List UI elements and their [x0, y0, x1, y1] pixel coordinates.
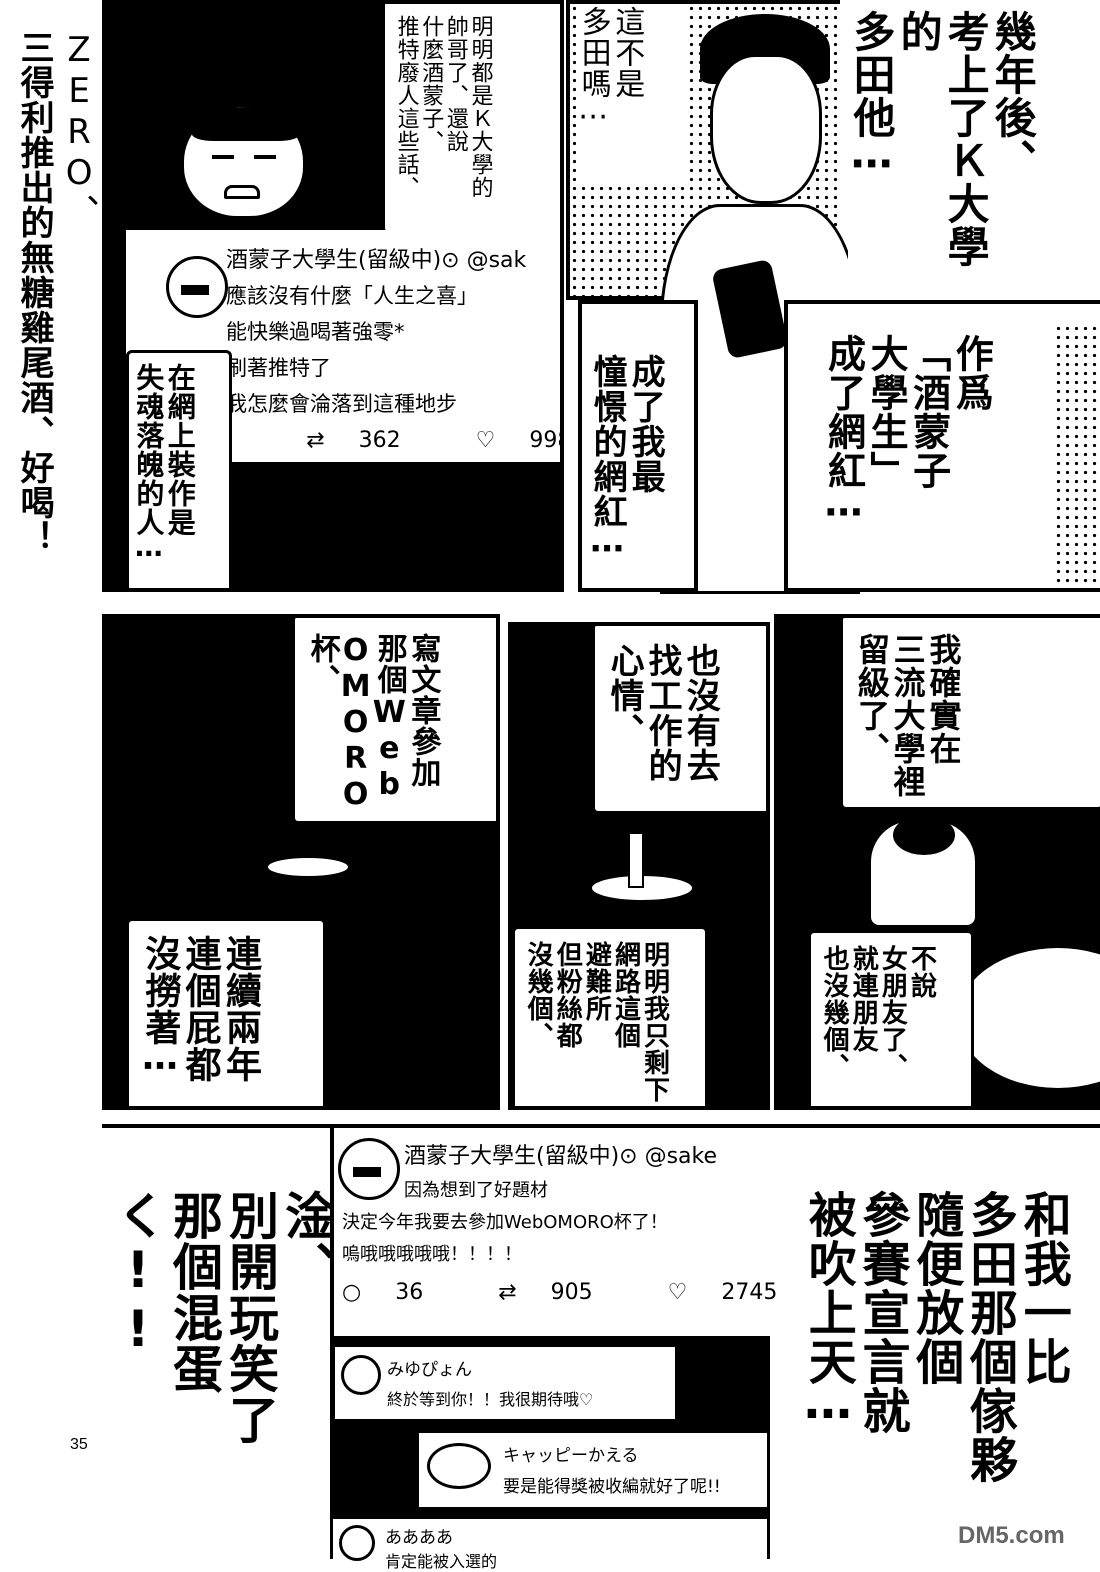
panel-influencer: 作爲 「酒蒙子 大學生」 成了網紅⋯ [784, 300, 1100, 592]
tweet-line: 應該沒有什麼「人生之喜」 [226, 284, 478, 308]
tweet-line: 決定今年我要去參加WebOMORO杯了！ [342, 1212, 668, 1233]
caption-lost: 在網上裝作是 失魂落魄的人⋯ [126, 350, 232, 588]
retweet-icon: ⇄ [498, 1280, 517, 1305]
avatar-reply-3 [339, 1525, 375, 1561]
frog-icon [427, 1443, 491, 1489]
panel-repeat-year: 我確實在 三流大學裡 留級了、 不說 女朋友了、 就連朋友 也沒幾個、 [774, 614, 1100, 1110]
footnote-line-2: 三得利推出的無糖雞尾酒、好喝！ [14, 30, 55, 555]
narration-years-later: 幾年後、 考上了Ｋ大學的 多田他⋯ [847, 10, 1093, 310]
like-count: ♡998 [475, 428, 560, 453]
tweet-handle: 酒蒙子大學生(留級中)⊙ @sake [404, 1144, 718, 1169]
tweet-line: 嗚哦哦哦哦哦！！！！ [342, 1244, 522, 1265]
panel-tweet-rant: 明明都是Ｋ大學的 帥哥了、還說 什麼酒蒙子、 推特廢人這些話、 酒蒙子大學生(留… [102, 0, 564, 592]
thought-tada: 這不是 多田嗎⋯ [576, 6, 686, 182]
panel-job: 也沒有去 找工作的 心情、 明明我只剩下 網路這個 避難所 但粉絲都 沒幾個、 [508, 622, 770, 1110]
tweet-handle: 酒蒙子大學生(留級中)⊙ @sak [226, 248, 527, 273]
retweet-count: ⇄905 [498, 1280, 593, 1305]
like-count: ♡2745 [667, 1280, 778, 1305]
tweet-line: 我怎麼會淪落到這種地步 [226, 392, 457, 416]
panel-contest: 寫文章參加 那個Web OMORO 杯、 連續兩年 連個屁都 沒撈著⋯ [102, 614, 500, 1110]
caption-shelter: 明明我只剩下 網路這個 避難所 但粉絲都 沒幾個、 [512, 926, 708, 1106]
tweet-card-1: 酒蒙子大學生(留級中)⊙ @sak 應該沒有什麼「人生之喜」 能快樂過喝著強零*… [126, 230, 560, 462]
retweet-icon: ⇄ [306, 428, 325, 453]
avatar-sake-student [338, 1138, 400, 1200]
avatar-sake-student [166, 256, 228, 318]
caption-idol: 成了我最 憧憬的網紅⋯ [578, 300, 698, 592]
tweet-line: 能快樂過喝著強零* [226, 320, 405, 344]
character-face-doodle [181, 104, 306, 219]
caption-contest: 寫文章參加 那個Web OMORO 杯、 [292, 618, 496, 824]
caption-nothing: 連續兩年 連個屁都 沒撈著⋯ [126, 918, 326, 1106]
shout: 淦、 別開玩笑了 那個混蛋く!! [109, 1190, 335, 1445]
character-hoodie [868, 815, 978, 928]
caption-repeat: 我確實在 三流大學裡 留級了、 [840, 618, 1100, 810]
reply-count: ○36 [342, 1280, 424, 1305]
caption-friends: 不說 女朋友了、 就連朋友 也沒幾個、 [808, 930, 974, 1106]
watermark-logo: DM5.com [958, 1522, 1065, 1549]
reply-card-1: みゆぴょん 終於等到你！！我很期待哦♡ [332, 1344, 678, 1422]
reply-card-3: ああああ 肯定能被入選的 [330, 1516, 770, 1571]
heart-icon: ♡ [667, 1280, 688, 1305]
reply-icon: ○ [342, 1280, 362, 1305]
tweet-card-2: 酒蒙子大學生(留級中)⊙ @sake 因為想到了好題材 決定今年我要去參加Web… [334, 1128, 777, 1336]
avatar-reply-1 [341, 1355, 381, 1395]
retweet-count: ⇄362 [306, 428, 401, 453]
spotlight [268, 858, 348, 876]
tweet-line: 刷著推特了 [226, 356, 331, 380]
heart-icon: ♡ [475, 428, 496, 453]
tweet-line: 因為想到了好題材 [404, 1180, 548, 1201]
caption-influencer: 作爲 「酒蒙子 大學生」 成了網紅⋯ [821, 334, 994, 535]
caption-compare: 和我一比 多田那個傢夥 隨便放個 參賽宣言就 被吹上天⋯ [799, 1190, 1071, 1484]
page-number: 35 [70, 1436, 88, 1453]
speech-bubble-rant: 明明都是Ｋ大學的 帥哥了、還說 什麼酒蒙子、 推特廢人這些話、 [382, 4, 560, 234]
caption-job: 也沒有去 找工作的 心情、 [592, 626, 766, 814]
figure-standing [628, 832, 644, 888]
reply-card-2: キャッピーかえる 要是能得獎被收編就好了呢!! [416, 1430, 770, 1510]
